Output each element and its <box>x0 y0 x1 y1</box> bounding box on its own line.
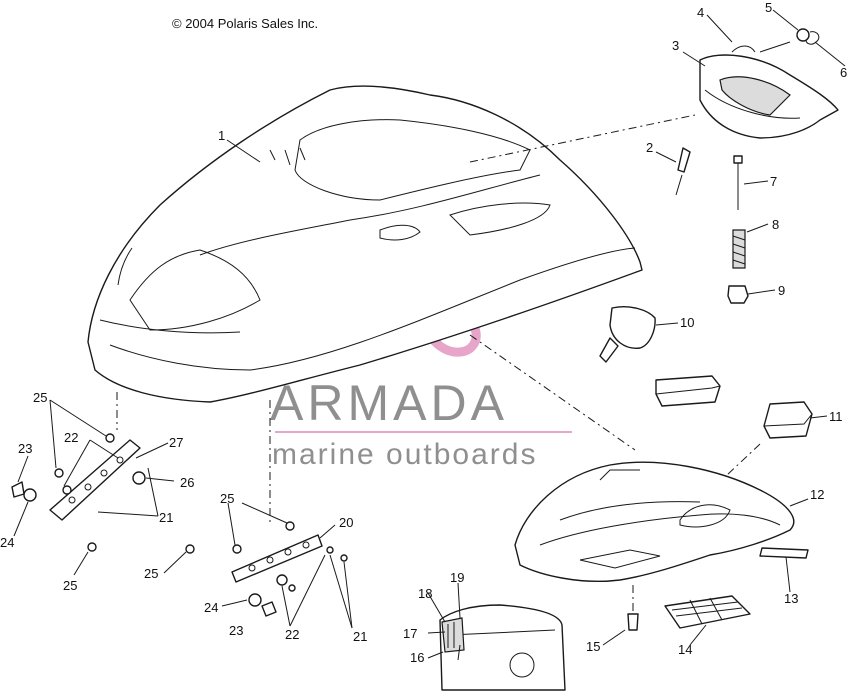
callout-18: 18 <box>418 586 432 601</box>
callout-11: 11 <box>829 409 843 424</box>
callout-25-center-left: 25 <box>144 566 158 581</box>
screw-part-15 <box>627 613 639 631</box>
knob-part-5 <box>796 28 810 42</box>
hood-part-1 <box>87 85 643 403</box>
washer-part-22 <box>276 574 288 586</box>
callout-23-left: 23 <box>18 441 32 456</box>
left-bracket-assembly <box>11 392 146 552</box>
callout-15: 15 <box>586 639 600 654</box>
fastener-parts <box>675 147 749 304</box>
callout-7: 7 <box>770 174 777 189</box>
callout-20: 20 <box>339 515 353 530</box>
callout-17: 17 <box>403 626 417 641</box>
block-part-11 <box>763 401 813 439</box>
callout-22-left: 22 <box>64 430 78 445</box>
callout-12: 12 <box>810 487 824 502</box>
callout-3: 3 <box>672 38 679 53</box>
foam-blocks <box>655 375 813 439</box>
leader-lines <box>13 9 846 659</box>
callout-27: 27 <box>169 435 183 450</box>
callout-13: 13 <box>784 591 798 606</box>
callout-4: 4 <box>697 5 704 20</box>
callout-25-top-left: 25 <box>33 390 47 405</box>
callout-19: 19 <box>450 570 464 585</box>
clip-part-26 <box>132 471 146 485</box>
callout-24-left: 24 <box>0 535 14 550</box>
callout-24-center: 24 <box>204 600 218 615</box>
callout-23-center: 23 <box>229 623 243 638</box>
callout-21-center: 21 <box>353 629 367 644</box>
callout-8: 8 <box>772 217 779 232</box>
nut-part-9 <box>727 285 749 304</box>
small-parts-right <box>627 547 809 631</box>
callout-16: 16 <box>410 650 424 665</box>
washer-part-24a <box>23 488 37 502</box>
callout-6: 6 <box>840 65 847 80</box>
bolt-part-23a <box>11 481 25 498</box>
bracket-part-27 <box>49 439 141 521</box>
mirror-part-10 <box>599 306 656 363</box>
panel-part-17 <box>441 617 465 653</box>
watermark-tagline: marine outboards <box>272 438 537 471</box>
bolt-part-23b <box>261 601 277 617</box>
center-bracket-assembly <box>185 400 348 617</box>
callout-5: 5 <box>765 0 772 15</box>
callout-25-bottom-left: 25 <box>63 578 77 593</box>
callout-labels: 1 2 3 4 5 6 7 8 9 10 11 12 13 14 15 16 1… <box>0 0 847 665</box>
tray-part-12 <box>469 334 795 583</box>
callout-26: 26 <box>180 475 194 490</box>
windshield-assembly <box>469 28 839 163</box>
callout-22-center: 22 <box>285 627 299 642</box>
washer-part-24b <box>248 593 262 607</box>
callout-10: 10 <box>680 315 694 330</box>
callout-2: 2 <box>646 140 653 155</box>
console-parts-16-19 <box>439 604 566 691</box>
watermark-brand: ARMADA <box>270 375 508 431</box>
callout-9: 9 <box>778 283 785 298</box>
bracket-part-20 <box>231 534 323 583</box>
callout-21-left: 21 <box>159 510 173 525</box>
callout-14: 14 <box>678 642 692 657</box>
strip-part-13 <box>759 547 809 559</box>
callout-25-center-top: 25 <box>220 491 234 506</box>
callout-1: 1 <box>218 128 225 143</box>
copyright-notice: © 2004 Polaris Sales Inc. <box>172 16 319 31</box>
bolt-part-2 <box>677 147 691 173</box>
